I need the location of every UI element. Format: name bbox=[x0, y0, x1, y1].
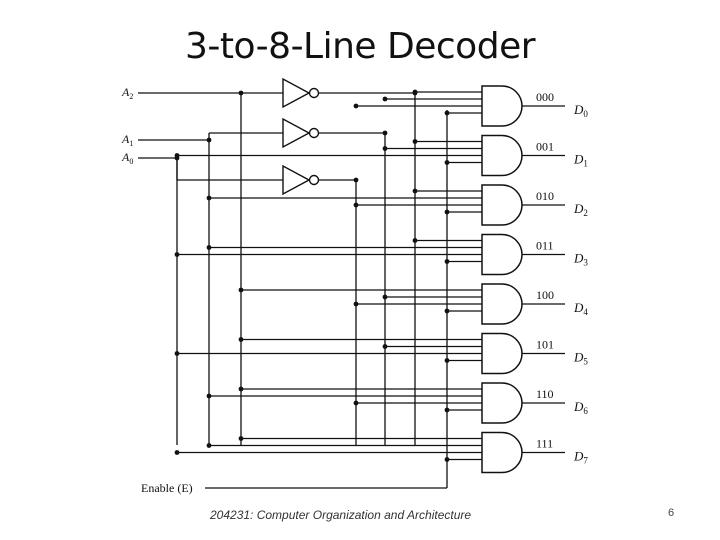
junction-dot bbox=[444, 209, 450, 215]
junction-dot bbox=[412, 139, 418, 144]
junction-dot bbox=[382, 294, 388, 300]
junction-dot bbox=[353, 202, 359, 208]
and-gate-5 bbox=[481, 332, 523, 375]
junction-dot bbox=[206, 245, 212, 250]
and-gate-7 bbox=[481, 431, 523, 474]
and-gate-4 bbox=[481, 283, 523, 325]
junction-dot bbox=[353, 400, 359, 406]
output-label-d4: D4 bbox=[573, 300, 588, 317]
junction-dot bbox=[174, 153, 180, 158]
junction-dot bbox=[174, 252, 180, 257]
junction-dot bbox=[206, 443, 212, 448]
junction-dot bbox=[412, 188, 418, 194]
inverter-bubble bbox=[308, 127, 320, 139]
junction-dot bbox=[444, 308, 450, 314]
output-code-2: 010 bbox=[536, 189, 554, 203]
output-code-1: 001 bbox=[536, 140, 554, 154]
input-label-a0: A0 bbox=[121, 150, 133, 166]
junction-dot bbox=[353, 103, 359, 109]
junction-dot bbox=[444, 160, 450, 165]
junction-dot bbox=[206, 137, 212, 143]
junction-dot bbox=[444, 457, 450, 462]
junction-dot bbox=[174, 450, 180, 455]
footer-text: 204231: Computer Organization and Archit… bbox=[210, 508, 472, 522]
junction-dot bbox=[412, 238, 418, 243]
output-label-d6: D6 bbox=[573, 399, 588, 416]
inverter-bubble bbox=[308, 174, 320, 186]
output-code-7: 111 bbox=[536, 437, 553, 451]
output-code-5: 101 bbox=[536, 338, 554, 352]
and-gate-1 bbox=[481, 134, 523, 177]
junction-dot bbox=[444, 407, 450, 413]
inverter-triangle bbox=[282, 77, 311, 109]
and-gate-2 bbox=[481, 184, 523, 226]
slide-title: 3-to-8-Line Decoder bbox=[184, 26, 536, 67]
enable-label: Enable (E) bbox=[141, 481, 193, 495]
junction-dot bbox=[382, 146, 388, 151]
junction-dot bbox=[382, 344, 388, 349]
output-label-d5: D5 bbox=[573, 350, 588, 367]
input-label-a1: A1 bbox=[121, 132, 133, 148]
and-gate-6 bbox=[481, 382, 523, 424]
and-gate-3 bbox=[481, 233, 523, 276]
output-label-d1: D1 bbox=[573, 152, 588, 169]
junction-dot bbox=[206, 393, 212, 399]
junction-dot bbox=[238, 337, 244, 342]
junction-dot bbox=[174, 351, 180, 356]
output-label-d7: D7 bbox=[573, 449, 588, 466]
junction-dot bbox=[238, 386, 244, 392]
junction-dot bbox=[238, 90, 244, 96]
junction-dot bbox=[444, 259, 450, 264]
inverter-triangle bbox=[282, 164, 311, 196]
and-gate-0 bbox=[481, 85, 523, 127]
output-label-d0: D0 bbox=[573, 102, 588, 119]
page-number: 6 bbox=[668, 507, 675, 519]
junction-dot bbox=[382, 130, 388, 136]
junction-dot bbox=[353, 301, 359, 307]
junction-dot bbox=[444, 358, 450, 363]
gates bbox=[282, 77, 523, 474]
junction-dot bbox=[382, 96, 388, 102]
junction-dot bbox=[238, 287, 244, 293]
output-code-4: 100 bbox=[536, 288, 554, 302]
inverter-bubble bbox=[308, 87, 320, 99]
input-label-a2: A2 bbox=[121, 85, 133, 101]
output-code-0: 000 bbox=[536, 90, 554, 104]
junction-dot bbox=[444, 110, 450, 116]
output-label-d3: D3 bbox=[573, 251, 588, 268]
junction-dot bbox=[206, 195, 212, 201]
output-code-6: 110 bbox=[536, 387, 554, 401]
output-code-3: 011 bbox=[536, 239, 554, 253]
junction-dot bbox=[238, 436, 244, 441]
junction-dots bbox=[174, 89, 450, 462]
inverter-triangle bbox=[282, 117, 311, 149]
wires bbox=[138, 91, 565, 489]
junction-dot bbox=[412, 89, 418, 95]
junction-dot bbox=[353, 177, 359, 183]
output-label-d2: D2 bbox=[573, 201, 588, 218]
